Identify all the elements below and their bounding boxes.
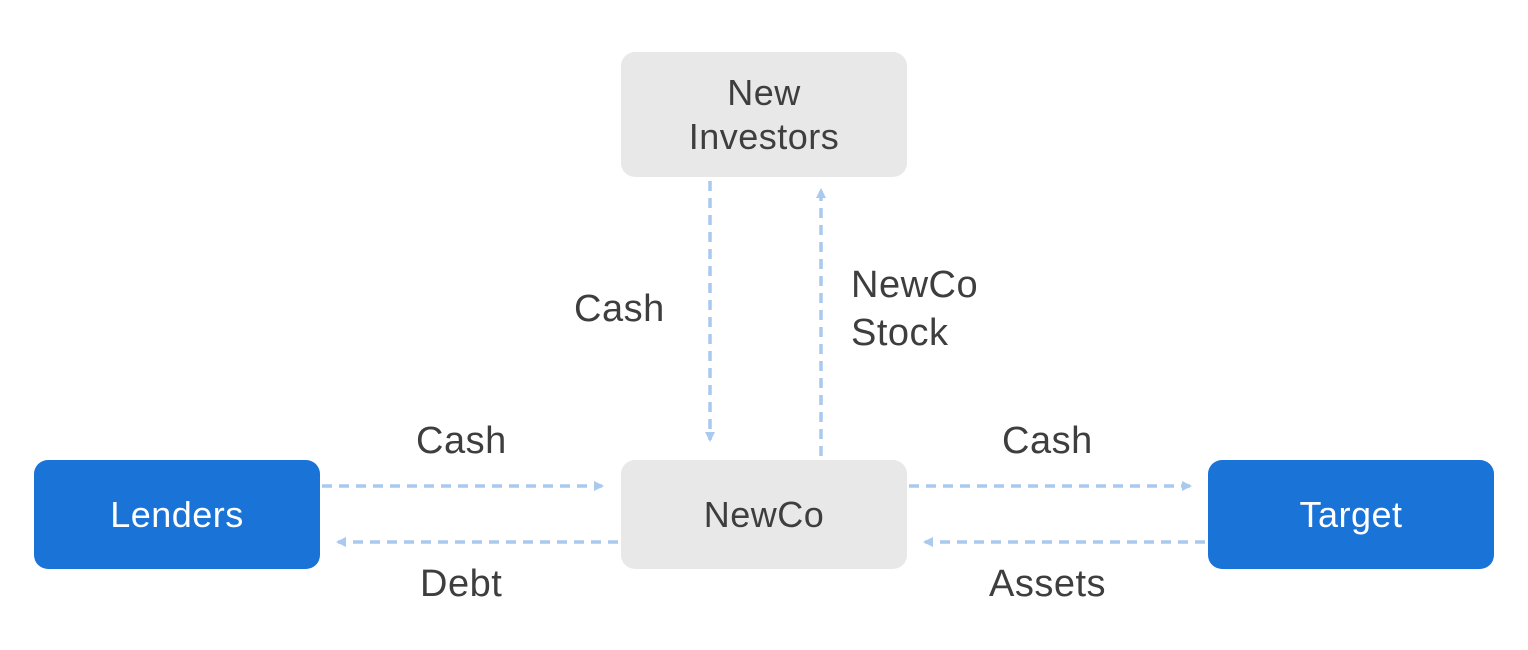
flow-label-target-cash: Cash [1002,420,1093,462]
newco-box: NewCo [621,460,907,569]
new-investors-label: New Investors [688,71,840,157]
flow-label-debt: Debt [420,563,503,605]
flow-label-lenders-cash: Cash [416,420,507,462]
lenders-box: Lenders [34,460,320,569]
lenders-label: Lenders [110,493,244,535]
flow-label-assets: Assets [989,563,1107,605]
target-box: Target [1208,460,1494,569]
target-label: Target [1299,493,1403,535]
flow-label-investors-cash: Cash [574,288,665,330]
flow-label-newco-stock: NewCo Stock [851,264,979,354]
new-investors-box: New Investors [621,52,907,177]
newco-label: NewCo [703,493,825,535]
